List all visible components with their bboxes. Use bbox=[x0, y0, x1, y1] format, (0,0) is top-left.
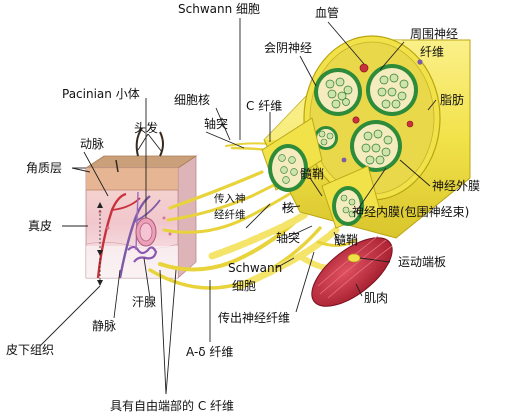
label-stratum-corneum: 角质层 bbox=[26, 161, 62, 175]
fascicle-bottom bbox=[350, 120, 402, 172]
label-myelin-low: 髓鞘 bbox=[334, 233, 358, 247]
label-perineurium-2: 纤维 bbox=[420, 45, 444, 59]
muscle bbox=[311, 235, 393, 307]
label-free-ending-c: 具有自由端部的 C 纤维 bbox=[110, 398, 234, 413]
label-nucleus: 细胞核 bbox=[174, 93, 210, 107]
label-axon-top: 轴突 bbox=[204, 116, 228, 131]
label-myelin-mid: 髓鞘 bbox=[300, 167, 324, 181]
label-artery: 动脉 bbox=[80, 136, 104, 151]
label-afferent-2: 经纤维 bbox=[214, 208, 246, 221]
layer-brackets bbox=[39, 167, 101, 347]
label-epineurium: 神经外膜 bbox=[432, 179, 480, 193]
label-blood-vessel: 血管 bbox=[315, 5, 339, 20]
label-c-fiber: C 纤维 bbox=[246, 99, 282, 113]
skin-block bbox=[84, 127, 198, 286]
label-muscle: 肌肉 bbox=[364, 291, 388, 305]
label-schwann-low-2: 细胞 bbox=[232, 279, 256, 293]
label-perineal-nerve: 会阴神经 bbox=[264, 41, 312, 55]
label-sweat-gland: 汗腺 bbox=[132, 295, 156, 309]
leader-lines bbox=[62, 18, 437, 395]
labels: Schwann 细胞 血管 周围神经 纤维 会阴神经 脂肪 Pacinian 小… bbox=[6, 2, 480, 413]
label-afferent-1: 传入神 bbox=[214, 192, 246, 205]
fascicle-stub-bottom bbox=[321, 165, 381, 229]
label-pacinian: Pacinian 小体 bbox=[62, 87, 140, 101]
label-vein: 静脉 bbox=[92, 318, 116, 333]
nerve-bundle bbox=[261, 35, 471, 239]
label-efferent: 传出神经纤维 bbox=[218, 310, 290, 325]
label-a-delta: A-δ 纤维 bbox=[186, 345, 233, 359]
label-subcutaneous: 皮下组织 bbox=[6, 343, 54, 357]
fascicle-top-left bbox=[314, 68, 362, 116]
fascicle-top-right bbox=[366, 64, 418, 116]
label-nucleus-mid: 核 bbox=[282, 201, 294, 215]
label-endoneurium: 神经内膜(包围神经束) bbox=[352, 205, 469, 219]
label-hair: 头发 bbox=[134, 120, 158, 135]
fascicle-small bbox=[314, 126, 338, 150]
label-motor-endplate: 运动端板 bbox=[398, 255, 446, 269]
label-fat: 脂肪 bbox=[440, 92, 464, 107]
label-axon-mid: 轴突 bbox=[276, 230, 300, 245]
label-schwann-low-1: Schwann bbox=[228, 261, 282, 275]
label-dermis: 真皮 bbox=[28, 219, 52, 233]
label-schwann-top: Schwann 细胞 bbox=[178, 2, 260, 16]
fascicle-stub-left bbox=[261, 117, 323, 192]
label-perineurium: 周围神经 bbox=[410, 27, 458, 41]
